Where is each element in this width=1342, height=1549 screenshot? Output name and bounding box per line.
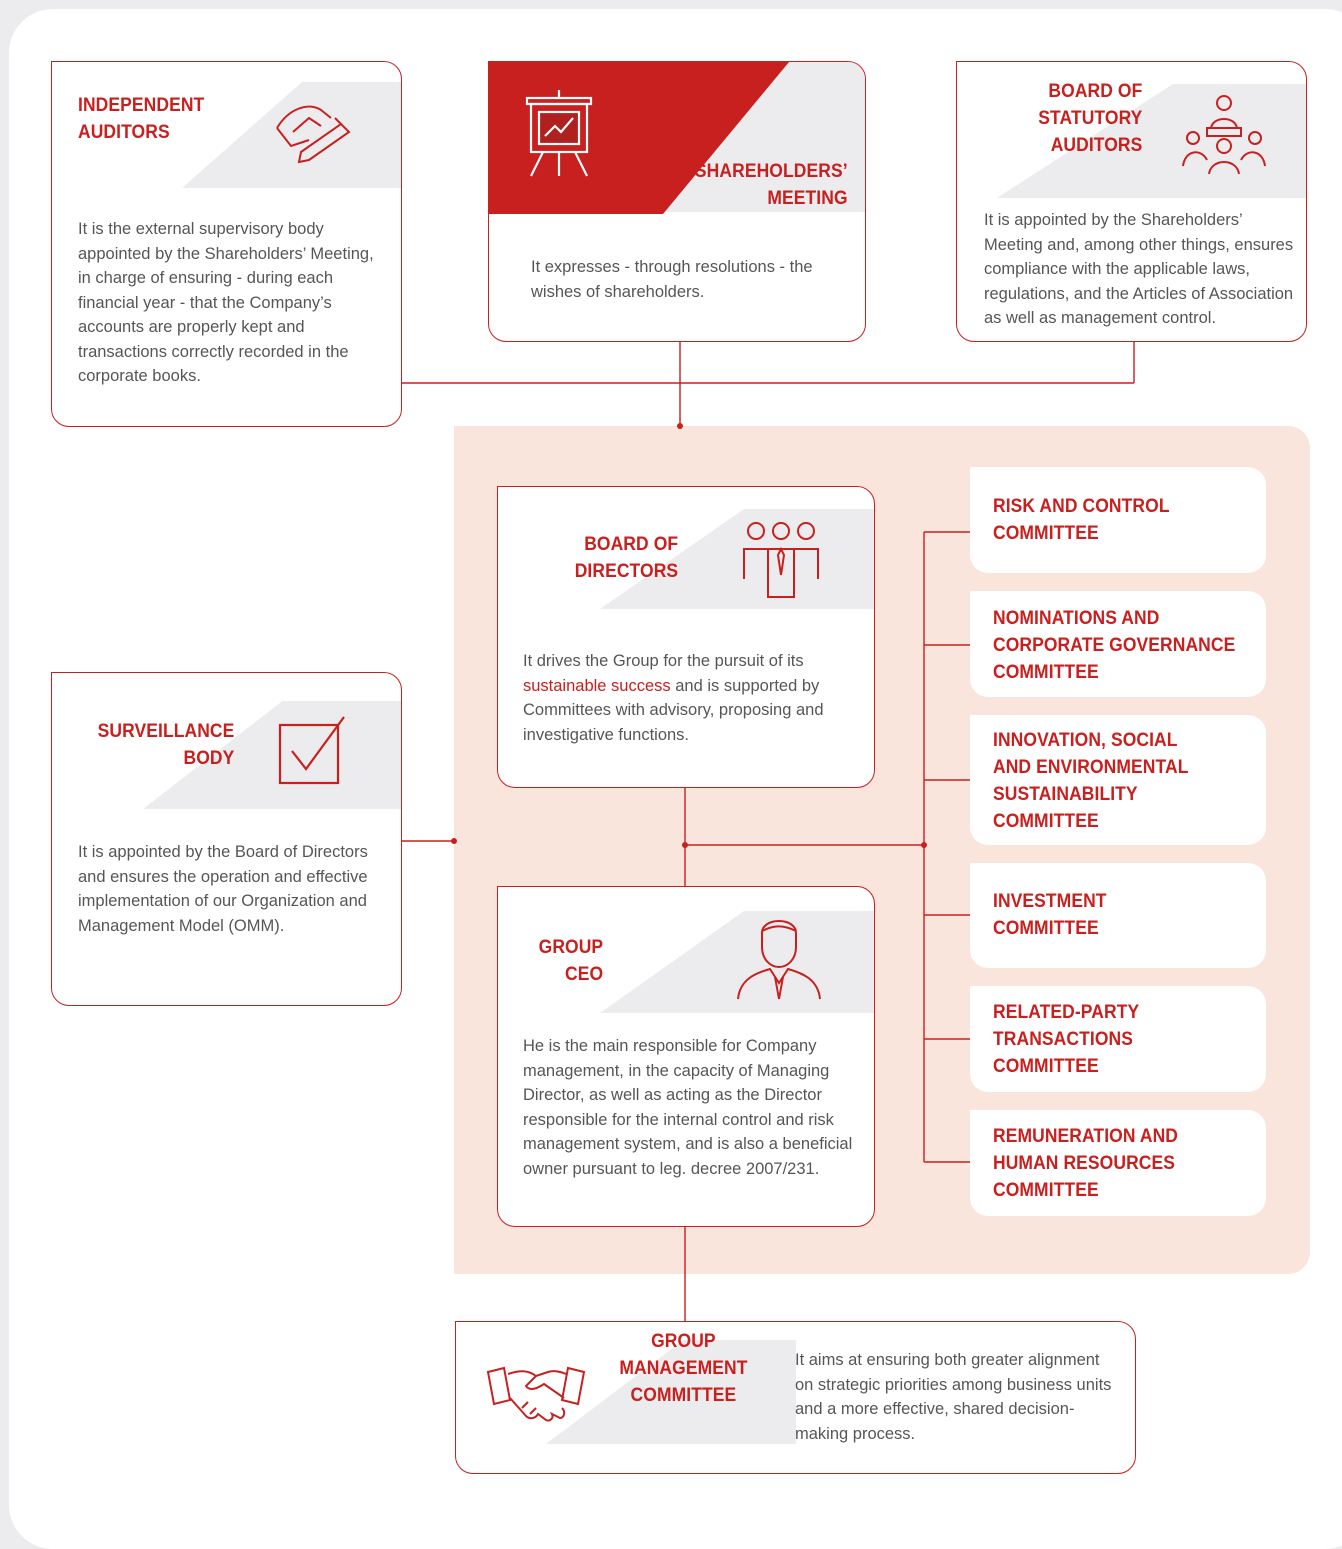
group-ceo-title: GROUP CEO: [538, 937, 604, 985]
businessman-icon: [737, 920, 821, 1000]
statutory-auditors-title: BOARD OF STATUTORY AUDITORS: [1038, 81, 1143, 156]
committee-risk-and-control: RISK AND CONTROL COMMITTEE: [970, 467, 1266, 573]
group-management-committee-box: GROUP MANAGEMENT COMMITTEE It aims at en…: [455, 1321, 1136, 1474]
committee-innovation-sustainability: INNOVATION, SOCIAL AND ENVIRONMENTAL SUS…: [970, 715, 1266, 845]
group-people-icon: [743, 522, 819, 598]
shareholders-meeting-title: SHAREHOLDERS’ MEETING: [694, 161, 848, 209]
signing-hand-icon: [276, 105, 351, 164]
surveillance-body-title: SURVEILLANCE BODY: [97, 721, 235, 769]
statutory-auditors-description: It is appointed by the Shareholders’ Mee…: [984, 211, 1294, 327]
group-ceo-description: He is the main responsible for Company m…: [523, 1037, 853, 1178]
board-of-directors-description: It drives the Group for the pursuit of i…: [523, 652, 824, 744]
title-band: [600, 911, 874, 1013]
shareholders-meeting-description: It expresses - through resolutions - the…: [531, 258, 813, 301]
committee-related-party-transactions: RELATED-PARTY TRANSACTIONS COMMITTEE: [970, 986, 1266, 1092]
independent-auditors-box: INDEPENDENT AUDITORS It is the external …: [51, 61, 402, 427]
board-of-directors-title: BOARD OF DIRECTORS: [574, 534, 679, 582]
surveillance-body-description: It is appointed by the Board of Director…: [78, 843, 368, 935]
committee-investment: INVESTMENT COMMITTEE: [970, 863, 1266, 968]
committee-remuneration-hr: REMUNERATION AND HUMAN RESOURCES COMMITT…: [970, 1110, 1266, 1216]
presentation-board-icon: [525, 90, 593, 177]
handshake-icon: [486, 1366, 586, 1422]
statutory-auditors-box: BOARD OF STATUTORY AUDITORS It is appoin…: [956, 61, 1307, 342]
group-ceo-box: GROUP CEO He is the main responsible for…: [497, 886, 875, 1227]
group-management-committee-description: It aims at ensuring both greater alignme…: [795, 1351, 1112, 1443]
independent-auditors-description: It is the external supervisory body appo…: [78, 220, 374, 385]
meeting-table-icon: [1182, 95, 1266, 175]
independent-auditors-title: INDEPENDENT AUDITORS: [78, 95, 205, 143]
group-management-committee-title: GROUP MANAGEMENT COMMITTEE: [619, 1331, 748, 1406]
committee-nominations-governance: NOMINATIONS AND CORPORATE GOVERNANCE COM…: [970, 591, 1266, 697]
surveillance-body-box: SURVEILLANCE BODY It is appointed by the…: [51, 672, 402, 1006]
shareholders-meeting-box: SHAREHOLDERS’ MEETING It expresses - thr…: [488, 61, 866, 342]
checkbox-icon: [278, 716, 345, 785]
board-of-directors-box: BOARD OF DIRECTORS It drives the Group f…: [497, 486, 875, 788]
